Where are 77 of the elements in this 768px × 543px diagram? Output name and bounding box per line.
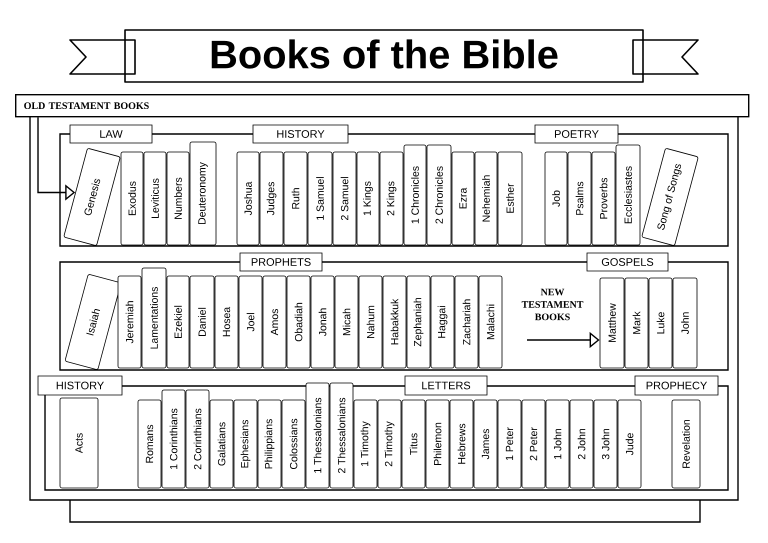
book-spine: 2 Peter <box>522 400 546 488</box>
book-spine: Mark <box>624 278 648 368</box>
book-spine: 2 Thessalonians <box>330 382 354 488</box>
book-spine: Jeremiah <box>118 276 142 368</box>
book-spine: Nehemiah <box>474 152 498 246</box>
book-spine: Leviticus <box>144 152 166 246</box>
book-spine: Joel <box>238 276 262 368</box>
shelf-label: HISTORY <box>252 124 348 144</box>
book-spine: Ephesians <box>234 400 258 488</box>
book-spine: Acts <box>60 398 98 488</box>
book-spine: John <box>672 278 698 368</box>
book-spine: Ezra <box>452 152 474 246</box>
book-spine: Obadiah <box>286 276 310 368</box>
heading-text: NEW TESTAMENT BOOKS <box>522 288 584 320</box>
book-spine: 2 Timothy <box>378 400 402 488</box>
book-spine: 3 John <box>594 400 618 488</box>
book-spine: Titus <box>402 400 426 488</box>
book-spine: James <box>474 400 498 488</box>
book-spine: Nahum <box>358 276 382 368</box>
book-spine: Amos <box>262 276 286 368</box>
book-spine: Ecclesiastes <box>616 144 640 246</box>
shelf-label: GOSPELS <box>586 252 668 272</box>
book-spine: Matthew <box>600 278 624 368</box>
book-spine: Haggai <box>430 276 454 368</box>
book-spine: Luke <box>648 278 672 368</box>
book-spine: Philippians <box>258 400 282 488</box>
book-spine: 2 Kings <box>380 152 404 246</box>
book-spine: Zachariah <box>454 276 478 368</box>
book-spine: 1 Timothy <box>354 400 378 488</box>
book-spine: 1 Chronicles <box>404 144 426 246</box>
book-spine: Zephaniah <box>406 276 430 368</box>
book-spine: 1 Peter <box>498 400 522 488</box>
book-spine: Numbers <box>166 152 190 246</box>
book-spine: 1 Kings <box>356 152 380 246</box>
book-spine: Exodus <box>120 152 144 246</box>
book-spine: 1 Corinthians <box>162 390 186 488</box>
book-spine: Ruth <box>284 152 308 246</box>
book-spine: Deuteronomy <box>190 142 216 246</box>
book-spine: 1 Thessalonians <box>306 382 330 488</box>
book-spine: Ezekiel <box>166 276 190 368</box>
book-spine: Joshua <box>236 152 260 246</box>
book-spine: Colossians <box>282 400 306 488</box>
shelf-label: LETTERS <box>404 376 488 396</box>
shelf-label: HISTORY <box>38 376 122 396</box>
book-spine: Galatians <box>210 400 234 488</box>
book-spine: Genesis <box>64 148 120 246</box>
book-spine: Micah <box>334 276 358 368</box>
book-spine: Romans <box>138 400 162 488</box>
book-spine: Hebrews <box>450 400 474 488</box>
book-spine: 1 John <box>546 400 570 488</box>
book-spine: Habakkuk <box>382 276 406 368</box>
book-spine: 2 John <box>570 400 594 488</box>
book-spine: 2 Chronicles <box>426 144 452 246</box>
book-spine: Job <box>544 152 568 246</box>
book-spine: Proverbs <box>592 152 616 246</box>
book-spine: 2 Corinthians <box>186 390 210 488</box>
book-spine: Daniel <box>190 276 214 368</box>
book-spine: Isaiah <box>65 274 122 370</box>
book-spine: Malachi <box>478 276 502 368</box>
shelf-label: PROPHECY <box>634 376 718 396</box>
book-spine: Lamentations <box>142 268 166 368</box>
book-spine: Judges <box>260 152 284 246</box>
book-spine: 2 Samuel <box>332 152 356 246</box>
book-spine: Song of Songs <box>642 148 698 246</box>
title: Books of the Bible <box>212 39 558 69</box>
book-spine: Revelation <box>672 400 700 488</box>
book-spine: Hosea <box>214 276 238 368</box>
shelf-label: PROPHETS <box>240 252 322 272</box>
book-spine: 1 Samuel <box>308 152 332 246</box>
header-bar: OLD TESTAMENT BOOKS <box>15 94 750 118</box>
book-spine: Jude <box>618 400 642 488</box>
book-spine: Psalms <box>568 152 592 246</box>
book-spine: Philemon <box>426 400 450 488</box>
book-spine: Jonah <box>310 276 334 368</box>
book-spine: Esther <box>498 152 522 246</box>
shelf-label: LAW <box>70 124 152 144</box>
shelf-label: POETRY <box>534 124 618 144</box>
